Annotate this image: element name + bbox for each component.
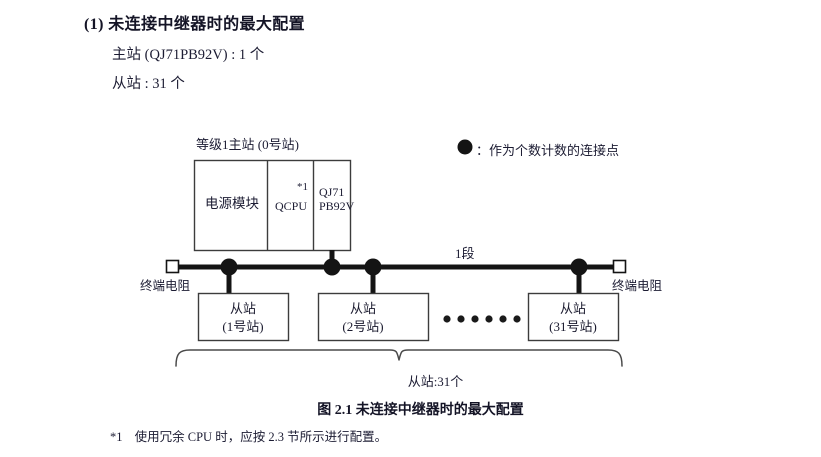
connection-dot-slave-1 xyxy=(220,258,238,276)
footnote: *1 使用冗余 CPU 时，应按 2.3 节所示进行配置。 xyxy=(110,426,387,445)
heading-master-count: 主站 (QJ71PB92V) : 1 个 xyxy=(112,47,265,63)
heading-block: (1) 未连接中继器时的最大配置 主站 (QJ71PB92V) : 1 个 从站… xyxy=(84,10,704,93)
cpu-module-label: QCPU xyxy=(274,199,307,213)
master-station-group-label: 等级1主站 (0号站) xyxy=(196,137,299,152)
slave-station-title-31: 从站 xyxy=(559,301,586,316)
heading-title-text: 未连接中继器时的最大配置 xyxy=(108,16,306,33)
brace-caption-wrapper: 从站:31个 xyxy=(0,371,821,390)
legend-filled-circle-icon xyxy=(457,139,473,155)
footnote-text: 使用冗余 CPU 时，应按 2.3 节所示进行配置。 xyxy=(134,430,388,444)
network-module-line-2: PB92V xyxy=(319,198,355,213)
page-title: (1) 未连接中继器时的最大配置 xyxy=(84,10,704,34)
figure-caption: 图 2.1 未连接中继器时的最大配置 xyxy=(317,403,524,418)
terminal-resistor-left-label: 终端电阻 xyxy=(140,279,191,293)
terminal-resistor-right-icon xyxy=(612,259,627,274)
footnote-mark: *1 xyxy=(110,430,123,444)
slave-station-number-31: (31号站) xyxy=(549,318,597,334)
slave-station-title-2: 从站 xyxy=(349,301,376,316)
slave-total-caption: 从站:31个 xyxy=(407,374,464,389)
connection-dot-slave-2 xyxy=(364,258,382,276)
connection-dot-master xyxy=(323,258,341,276)
slave-station-label-1: 从站 (1号站) xyxy=(198,300,288,335)
slave-station-number-2: (2号站) xyxy=(342,318,384,334)
slave-range-brace xyxy=(175,349,623,367)
slave-station-label-2: 从站 (2号站) xyxy=(318,300,408,335)
bus-segment-label: 1段 xyxy=(455,246,475,261)
legend-label: ：作为个数计数的连接点 xyxy=(476,143,620,158)
heading-slave-count: 从站 : 31 个 xyxy=(112,76,185,92)
connection-dot-slave-31 xyxy=(570,258,588,276)
network-module-line-1: QJ71 xyxy=(319,185,345,199)
heading-number: (1) xyxy=(84,16,104,33)
slave-station-label-31: 从站 (31号站) xyxy=(528,300,618,335)
power-module-label: 电源模块 xyxy=(205,196,259,211)
ellipsis-dots xyxy=(443,315,521,323)
slave-station-title-1: 从站 xyxy=(229,301,256,316)
slave-station-number-1: (1号站) xyxy=(222,318,264,334)
network-module-label: QJ71 PB92V xyxy=(316,185,359,214)
cpu-footnote-mark: *1 xyxy=(297,181,308,193)
terminal-resistor-left-icon xyxy=(165,259,180,274)
terminal-resistor-right-label: 终端电阻 xyxy=(612,279,663,293)
